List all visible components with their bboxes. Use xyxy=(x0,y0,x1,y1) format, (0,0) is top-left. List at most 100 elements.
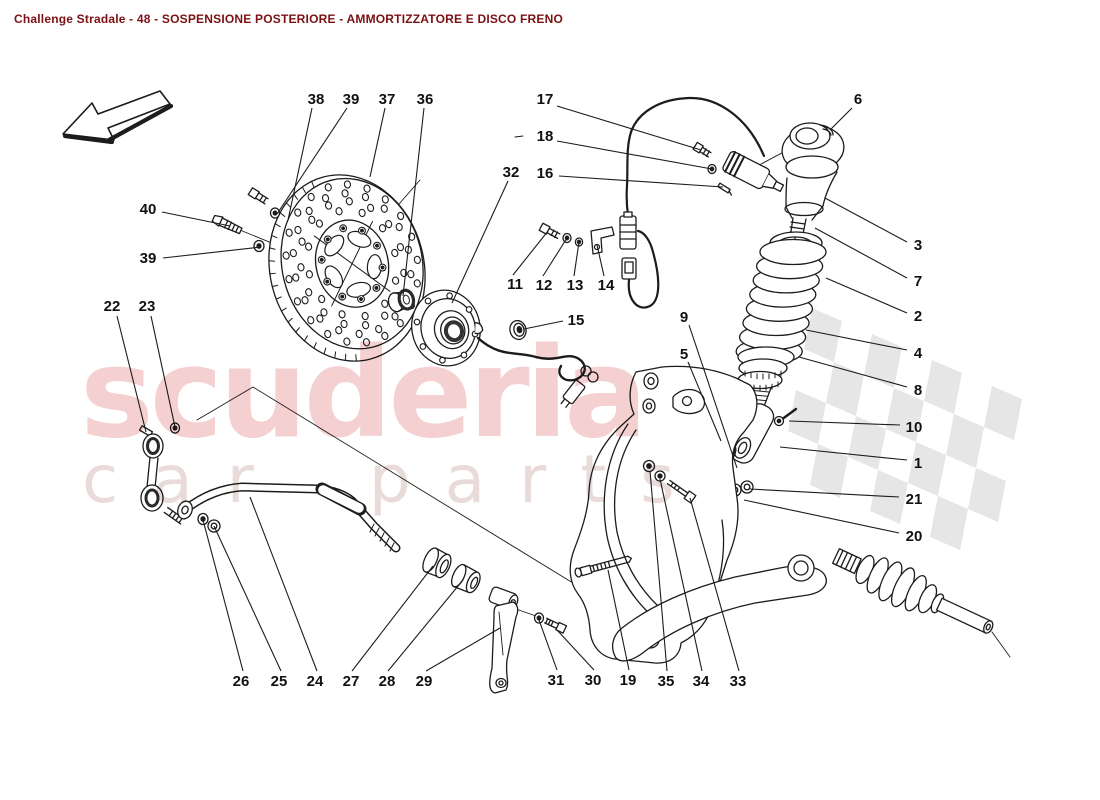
callout-label-17: 17 xyxy=(537,91,554,108)
callout-label-8: 8 xyxy=(914,382,922,399)
callout-line-19 xyxy=(607,569,630,671)
callout-line-10 xyxy=(788,420,901,426)
callout-label-33: 33 xyxy=(730,673,747,690)
abs-sensor-cable xyxy=(476,336,599,408)
callout-label-19: 19 xyxy=(620,672,637,689)
callout-label-39: 39 xyxy=(343,91,360,108)
callout-line-6 xyxy=(829,107,853,131)
checker-cell xyxy=(968,468,1006,522)
callout-label-13: 13 xyxy=(567,277,584,294)
callout-label-11: 11 xyxy=(507,276,523,293)
checker-cell xyxy=(826,362,864,416)
callout-line-28 xyxy=(387,579,464,672)
callout-line-25 xyxy=(213,525,282,672)
callout-line-3 xyxy=(824,197,908,243)
callout-line-30 xyxy=(556,629,595,671)
brand-watermark-top: scuderia xyxy=(80,322,644,466)
callout-line-11 xyxy=(512,230,549,276)
callout-label-12: 12 xyxy=(536,277,553,294)
brand-watermark-bottom: car parts xyxy=(82,441,709,518)
drop-link-lever xyxy=(488,586,568,694)
callout-label-25: 25 xyxy=(271,673,288,690)
callout-line-29 xyxy=(425,627,501,672)
callout-label-27: 27 xyxy=(343,673,360,690)
callout-line-26 xyxy=(202,519,244,672)
callout-line-17 xyxy=(556,105,702,151)
callout-line-15 xyxy=(523,320,564,330)
callout-label-20: 20 xyxy=(906,528,923,545)
checker-cell xyxy=(946,414,984,468)
callout-line-12 xyxy=(542,237,568,277)
callout-line-33 xyxy=(689,497,740,672)
callout-label-21: 21 xyxy=(906,491,923,508)
checker-cell xyxy=(930,496,968,550)
callout-label-24: 24 xyxy=(307,673,324,690)
long-bolt xyxy=(574,555,632,578)
callout-label-22: 22 xyxy=(104,298,121,315)
callout-line-16 xyxy=(558,175,724,188)
lower-control-arm xyxy=(611,554,827,662)
callout-line-14 xyxy=(596,244,605,277)
callout-line-34 xyxy=(659,478,703,672)
anti-roll-bar-link xyxy=(138,422,185,525)
callout-line-36 xyxy=(402,107,425,297)
callout-line-20 xyxy=(743,499,900,534)
callout-line-13 xyxy=(573,241,580,277)
callout-line-21 xyxy=(749,488,900,498)
callout-line-8 xyxy=(798,356,908,388)
callout-line-5 xyxy=(687,361,722,442)
checker-cell xyxy=(810,444,848,498)
callout-label-30: 30 xyxy=(585,672,602,689)
callout-label-38: 38 xyxy=(308,91,325,108)
callout-line-39 xyxy=(276,107,348,215)
callout-line-32 xyxy=(451,180,509,304)
callout-line-7 xyxy=(814,227,908,279)
bracket-fasteners xyxy=(538,222,615,255)
callout-label-31: 31 xyxy=(548,672,565,689)
shock-absorber xyxy=(728,122,845,464)
callout-label-28: 28 xyxy=(379,673,396,690)
checker-cell xyxy=(788,390,826,444)
callout-label-40: 40 xyxy=(140,201,157,218)
callout-line-37 xyxy=(369,107,386,178)
callout-line-4 xyxy=(805,329,908,351)
fixing-nuts xyxy=(728,480,754,497)
callout-line-18 xyxy=(556,140,713,170)
callout-line-1 xyxy=(779,446,908,461)
checker-cell xyxy=(804,308,842,362)
callout-line-9 xyxy=(688,324,738,469)
wheel-hub xyxy=(411,289,484,367)
callout-label-9: 9 xyxy=(680,309,688,326)
checker-cell xyxy=(908,442,946,496)
callout-line-2 xyxy=(825,277,908,314)
callout-line-39 xyxy=(162,246,262,259)
callout-label-26: 26 xyxy=(233,673,250,690)
brake-disc xyxy=(268,174,426,362)
callout-line-31 xyxy=(538,619,558,671)
anti-roll-bar xyxy=(177,482,401,553)
callout-label-35: 35 xyxy=(658,673,675,690)
callout-label-36: 36 xyxy=(417,91,434,108)
callout-line-24 xyxy=(249,496,318,672)
callout-label-16: 16 xyxy=(537,165,554,182)
bar-bushings xyxy=(422,547,481,594)
callout-label-3: 3 xyxy=(914,237,922,254)
callout-label-23: 23 xyxy=(139,298,156,315)
sensor-plug xyxy=(509,319,527,341)
drive-shaft xyxy=(831,548,994,634)
callout-label-1: 1 xyxy=(914,455,922,472)
callout-label-4: 4 xyxy=(914,345,923,362)
callout-label-7: 7 xyxy=(914,273,922,290)
arrow-left-icon xyxy=(62,90,174,145)
callout-line-23 xyxy=(150,315,176,428)
callout-line-35 xyxy=(649,470,668,672)
checker-cell xyxy=(886,388,924,442)
checker-cell xyxy=(984,386,1022,440)
callout-label-10: 10 xyxy=(906,419,923,436)
callout-line-22 xyxy=(116,315,147,433)
callout-line-40 xyxy=(161,211,231,227)
checker-cell xyxy=(924,360,962,414)
callout-label-2: 2 xyxy=(914,308,922,325)
